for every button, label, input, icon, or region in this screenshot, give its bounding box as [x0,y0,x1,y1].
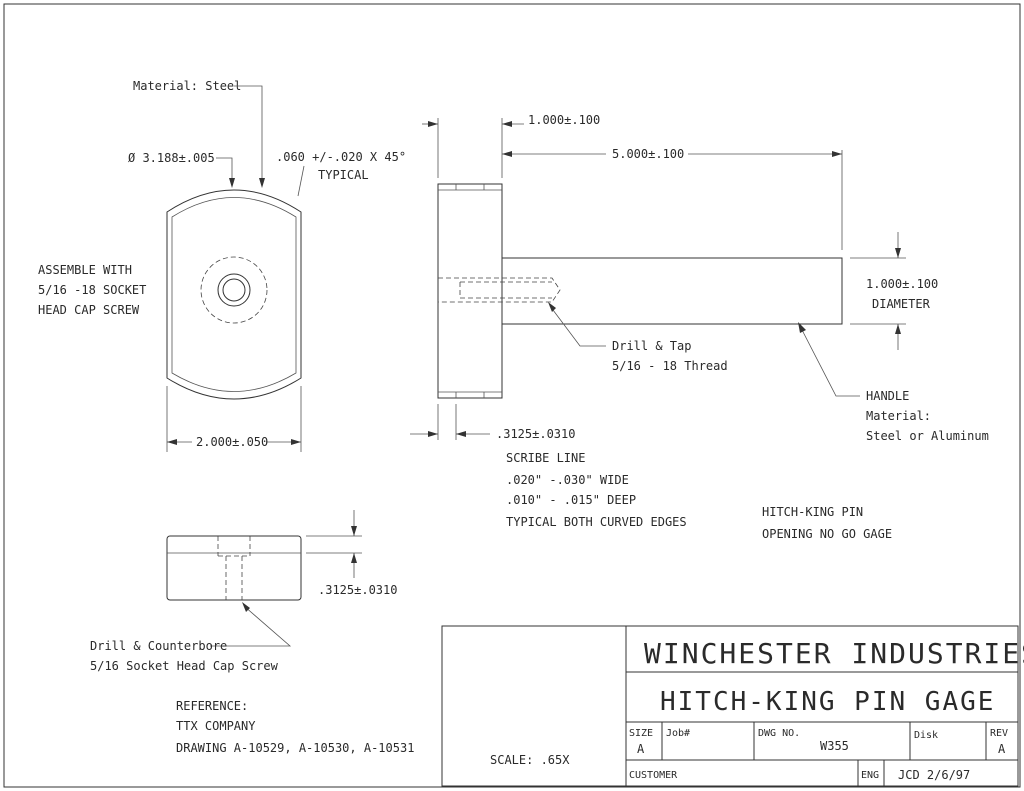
customer-label: CUSTOMER [629,770,678,781]
assemble-line2: 5/16 -18 SOCKET [38,283,146,297]
reference-line2: TTX COMPANY [176,719,256,733]
diameter-arrow [229,178,235,188]
scribe-line1: SCRIBE LINE [506,451,585,465]
flange-outline [437,183,503,399]
plate-scribe-line [171,197,297,392]
drawing-border [3,3,1021,788]
diameter-leader [216,157,233,180]
flange-dim: 1.000±.100 [528,113,600,127]
side-view: 1.000±.100 5.000±.100 1.000±.100 DIAMETE… [410,113,989,443]
handle-outline [501,257,843,325]
chamfer-line2: TYPICAL [318,168,369,182]
handle-line1: HANDLE [866,389,909,403]
width-dim: 2.000±.050 [196,435,268,449]
diameter-dim-1: 1.000±.100 [866,277,938,291]
material-arrow [259,178,265,188]
front-view: Material: Steel Ø 3.188±.005 .060 +/-.02… [38,79,406,452]
diameter-label: Ø 3.188±.005 [128,151,215,165]
size-value: A [637,742,645,756]
rev-label: REV [990,728,1008,739]
length-dim: 5.000±.100 [612,147,684,161]
eng-label: ENG [861,770,879,781]
chamfer-line1: .060 +/-.020 X 45° [276,150,406,164]
material-label: Material: Steel [133,79,241,93]
counterbore-line1: Drill & Counterbore [90,639,227,653]
drill-tap-line2: 5/16 - 18 Thread [612,359,728,373]
bolt-outer-circle [217,273,251,307]
bottom-view: .3125±.0310 Drill & Counterbore 5/16 Soc… [90,510,397,673]
drill-tap-line1: Drill & Tap [612,339,691,353]
tapped-hole [438,277,561,303]
job-label: Job# [666,728,690,739]
handle-line2: Material: [866,409,931,423]
scale-label: SCALE: .65X [490,753,570,767]
assemble-line3: HEAD CAP SCREW [38,303,140,317]
reference-line3: DRAWING A-10529, A-10530, A-10531 [176,741,414,755]
plate-outline [166,189,302,400]
disk-label: Disk [914,730,938,741]
counterbore-circle [200,256,268,324]
scribe-line2: .020" -.030" WIDE [506,473,629,487]
bottom-thickness: .3125±.0310 [318,583,397,597]
dwg-label: DWG NO. [758,728,800,739]
reference-line1: REFERENCE: [176,699,248,713]
dwg-value: W355 [820,739,849,753]
assemble-line1: ASSEMBLE WITH [38,263,132,277]
company-name: WINCHESTER INDUSTRIES INC. [644,637,1024,670]
material-leader [234,85,263,180]
plate-edge-outline [166,535,302,601]
size-label: SIZE [629,728,653,739]
eng-value: JCD 2/6/97 [898,768,970,782]
scribe-line3: .010" - .015" DEEP [506,493,636,507]
drawing-title: HITCH-KING PIN GAGE [660,687,995,717]
scribe-line4: TYPICAL BOTH CURVED EDGES [506,515,687,529]
bolt-inner-circle [222,278,246,302]
note-line1: HITCH-KING PIN [762,505,863,519]
counterbore-line2: 5/16 Socket Head Cap Screw [90,659,279,673]
title-block: SCALE: .65X WINCHESTER INDUSTRIES INC. H… [441,625,1024,787]
flange-thickness: .3125±.0310 [496,427,575,441]
diameter-dim-2: DIAMETER [872,297,931,311]
handle-line3: Steel or Aluminum [866,429,989,443]
scribe-notes: SCRIBE LINE .020" -.030" WIDE .010" - .0… [506,451,687,529]
rev-value: A [998,742,1006,756]
note-line2: OPENING NO GO GAGE [762,527,892,541]
